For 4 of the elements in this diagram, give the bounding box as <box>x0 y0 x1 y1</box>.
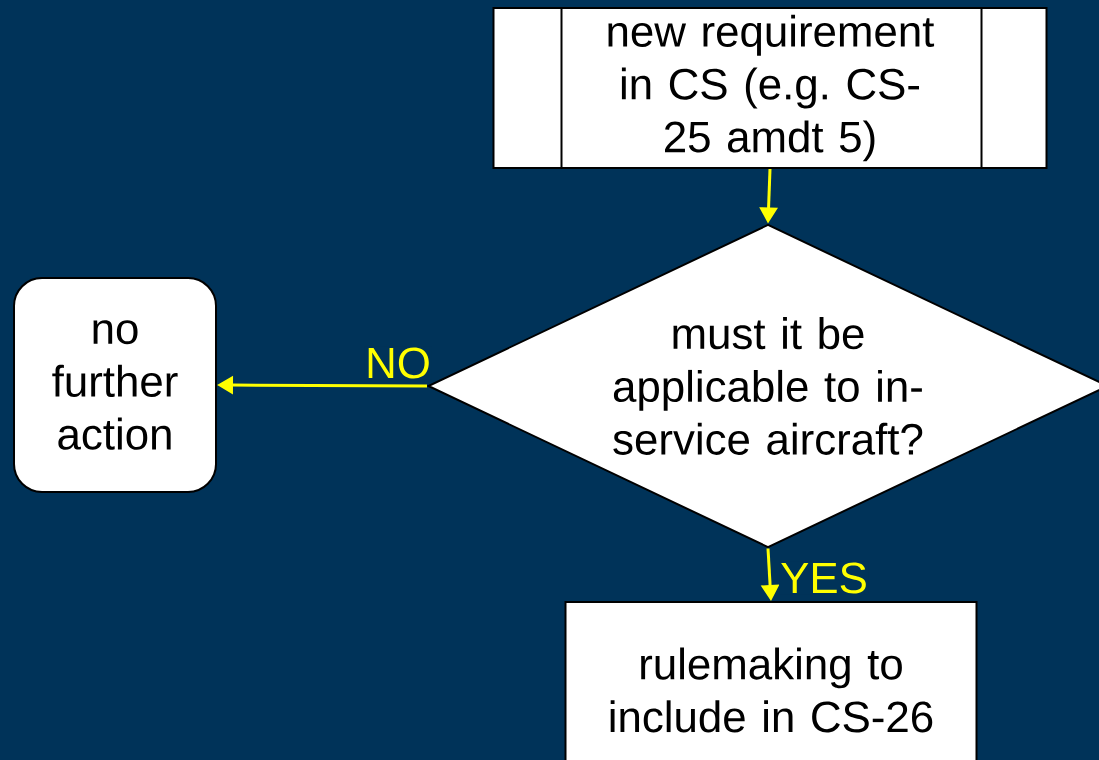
edge-label: YES <box>779 561 869 595</box>
predefined-process-box: new requirement in CS (e.g. CS-25 amdt 5) <box>492 6 1048 170</box>
process-box: rulemaking to include in CS-26 <box>564 601 978 760</box>
terminal-box: no further action <box>13 277 217 493</box>
